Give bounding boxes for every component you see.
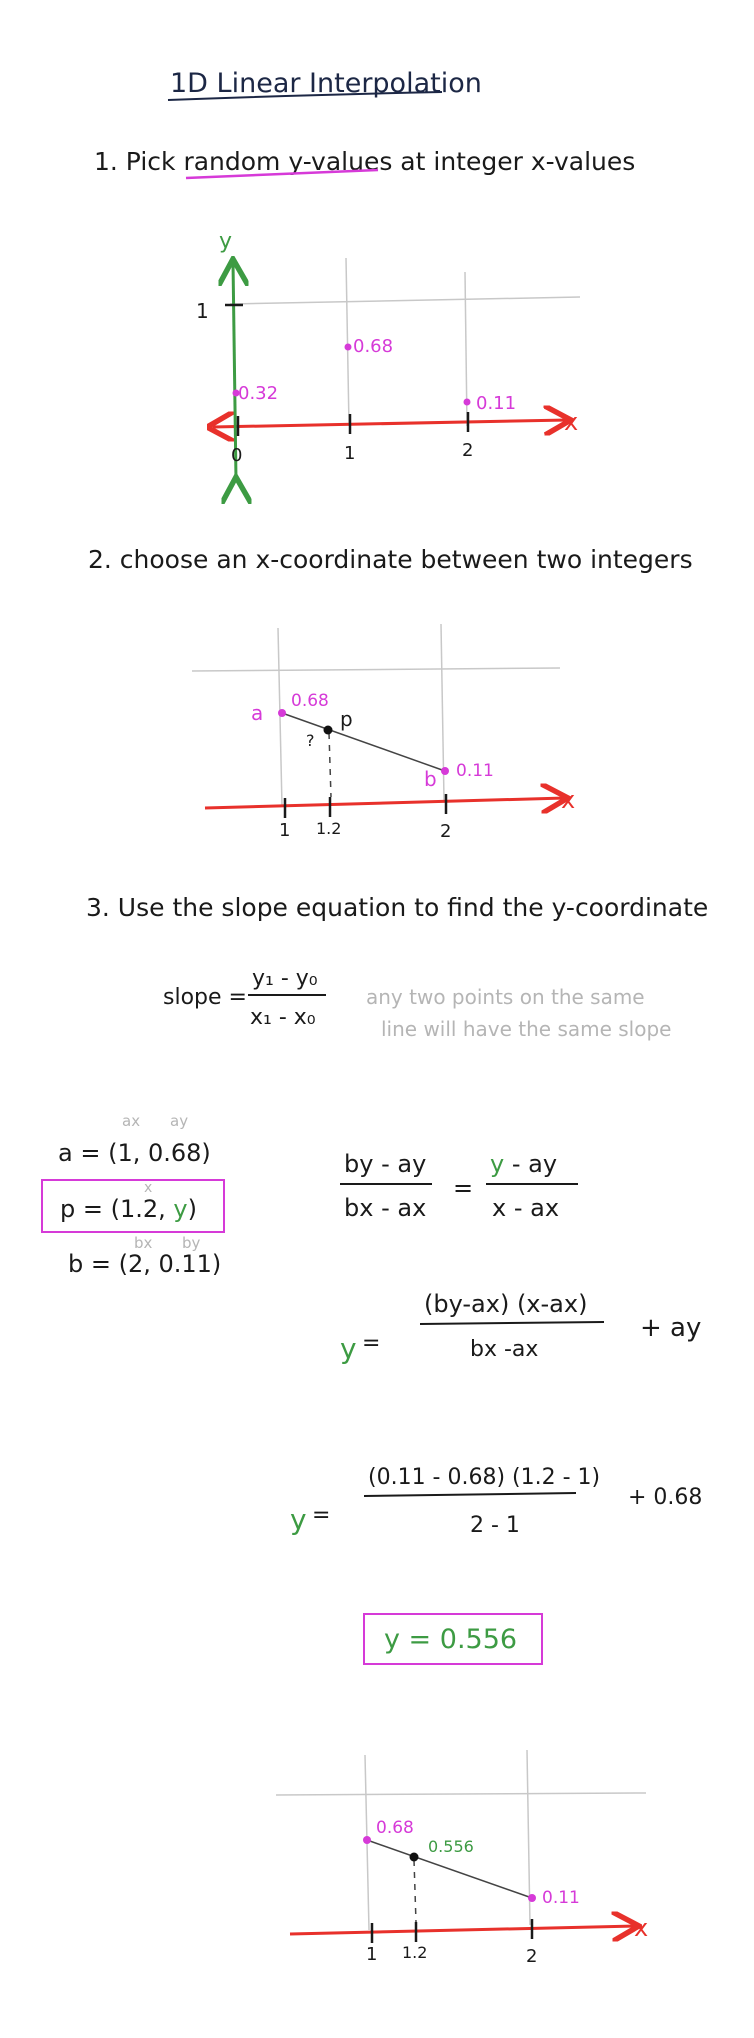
graph2-val-a: 0.68 <box>291 691 329 711</box>
title-underline <box>167 91 443 101</box>
eq3-y: y <box>290 1503 307 1536</box>
eq2-num: (by-ax) (x-ax) <box>424 1290 587 1318</box>
graph-3 <box>275 1749 647 1943</box>
point-a <box>278 709 286 717</box>
graph2-val-b: 0.11 <box>456 761 494 781</box>
point-p-3 <box>409 1852 419 1862</box>
y-axis-1 <box>233 262 236 480</box>
graph2-label-q: ? <box>306 731 315 750</box>
interp-line-3 <box>366 1839 533 1899</box>
eq3-num: (0.11 - 0.68) (1.2 - 1) <box>368 1465 600 1490</box>
graph3-tick-1-2: 1.2 <box>402 1943 427 1962</box>
step-1-highlight <box>185 168 379 180</box>
eq1-eq: = <box>453 1174 473 1202</box>
slope-note-2: line will have the same slope <box>381 1017 671 1041</box>
graph-2 <box>191 623 565 818</box>
x-tick-2: 2 <box>462 440 473 461</box>
graph2-label-b: b <box>424 767 437 791</box>
graph2-x-label: x <box>561 786 575 814</box>
slope-num: y₁ - y₀ <box>252 966 318 991</box>
graph2-tick-2: 2 <box>440 821 451 842</box>
step-3-text: 3. Use the slope equation to find the y-… <box>86 893 708 922</box>
eq1-rden: x - ax <box>492 1194 559 1222</box>
graph3-val-a: 0.68 <box>376 1818 414 1838</box>
eq2-eq: = <box>362 1331 380 1356</box>
interp-line-2 <box>281 712 446 772</box>
point-b <box>441 767 449 775</box>
result-text: y = 0.556 <box>384 1624 517 1655</box>
y-axis-label: y <box>219 229 232 254</box>
result-box <box>363 1613 543 1665</box>
graph3-val-b: 0.11 <box>542 1888 580 1908</box>
sub-ay: ay <box>170 1112 188 1130</box>
sub-by: by <box>182 1234 201 1252</box>
graph2-label-p: p <box>340 707 353 731</box>
x-axis-label: x <box>564 408 578 436</box>
point-p-def: p = (1.2, y) <box>60 1195 197 1223</box>
point-b-def: b = (2, 0.11) <box>68 1250 221 1278</box>
point-x2 <box>463 398 471 406</box>
graph3-tick-1: 1 <box>366 1944 377 1965</box>
graph3-tick-2: 2 <box>526 1946 537 1967</box>
point-b-3 <box>528 1894 536 1902</box>
step-2-text: 2. choose an x-coordinate between two in… <box>88 545 693 574</box>
graph-1 <box>213 258 581 480</box>
eq1-lnum: by - ay <box>344 1150 426 1178</box>
point-x0 <box>232 389 240 397</box>
eq2-den: bx -ax <box>470 1337 538 1362</box>
x-tick-1: 1 <box>344 443 355 464</box>
sub-px: x <box>144 1180 152 1196</box>
point-a-def: a = (1, 0.68) <box>58 1139 211 1167</box>
x-tick-0: 0 <box>231 445 242 466</box>
eq3-eq: = <box>312 1503 330 1528</box>
graph2-tick-1-2: 1.2 <box>316 819 341 838</box>
drop-line-3 <box>413 1859 417 1923</box>
point-label-x1: 0.68 <box>353 336 393 357</box>
eq3-plus: + 0.68 <box>628 1485 702 1510</box>
sub-bx: bx <box>134 1234 153 1252</box>
eq2-bar <box>419 1321 605 1325</box>
point-x1 <box>344 343 352 351</box>
x-axis-2 <box>204 798 565 808</box>
point-label-x2: 0.11 <box>476 393 516 414</box>
slope-lhs: slope = <box>163 985 247 1010</box>
eq3-bar <box>363 1492 577 1497</box>
graph3-x-label: x <box>634 1914 648 1942</box>
slope-den: x₁ - x₀ <box>250 1005 316 1030</box>
graph2-tick-1: 1 <box>279 820 290 841</box>
point-p <box>323 725 333 735</box>
x-axis-1 <box>213 420 568 427</box>
eq3-den: 2 - 1 <box>470 1513 520 1538</box>
point-label-x0: 0.32 <box>238 383 278 404</box>
sub-ax: ax <box>122 1112 140 1130</box>
y-tick-1: 1 <box>196 299 209 323</box>
drop-line-2 <box>328 732 332 798</box>
point-a-3 <box>363 1836 371 1844</box>
eq2-plus: + ay <box>640 1313 701 1343</box>
eq1-rnum: y - ay <box>490 1150 557 1178</box>
graph2-label-a: a <box>251 701 263 725</box>
eq2-y: y <box>340 1332 357 1365</box>
slope-note-1: any two points on the same <box>366 985 645 1009</box>
graph3-val-p: 0.556 <box>428 1837 474 1856</box>
eq1-lden: bx - ax <box>344 1194 426 1222</box>
point-p-box <box>41 1179 225 1233</box>
x-axis-3 <box>289 1926 636 1934</box>
